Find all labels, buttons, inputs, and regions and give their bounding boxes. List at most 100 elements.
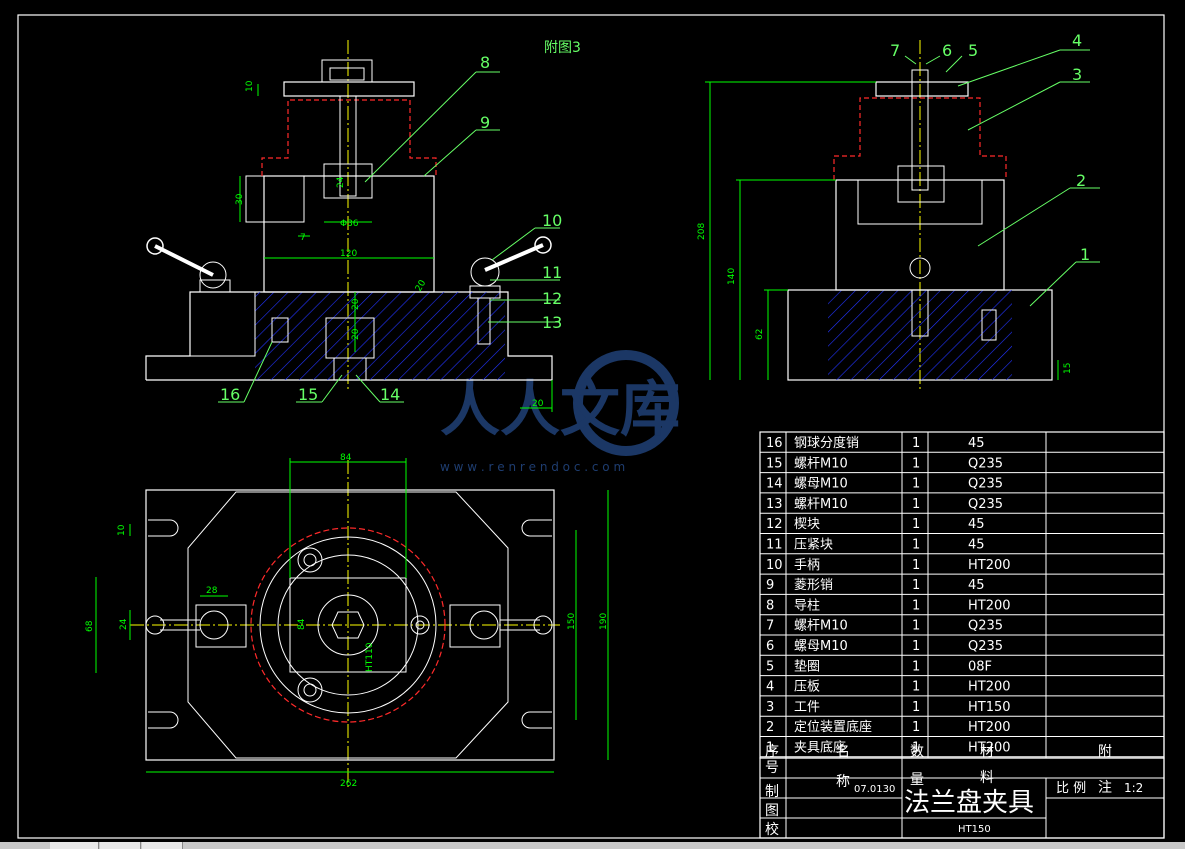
dim-side-2: 62 (755, 329, 765, 340)
bom-cell-no: 6 (766, 639, 774, 654)
bom-cell-name: 手柄 (794, 558, 820, 573)
bom-cell-qty: 1 (912, 659, 920, 674)
bom-cell-mat: HT150 (968, 700, 1011, 715)
dim-top-3: 68 (85, 620, 95, 632)
callout-9: 9 (480, 113, 490, 132)
drawing-frame (17, 14, 1165, 839)
callout-13: 13 (542, 313, 562, 332)
callout-14: 14 (380, 385, 400, 404)
bom-cell-name: 压紧块 (794, 538, 833, 553)
drawing-material: HT150 (958, 824, 991, 835)
side-view (705, 40, 1059, 390)
watermark-logo: 人人文库 (440, 350, 680, 456)
dim-top-2: 28 (206, 586, 218, 596)
dim-top-7: 190 (599, 613, 609, 630)
dim-front-9: 20 (532, 399, 544, 409)
bom-cell-qty: 1 (912, 680, 920, 695)
bom-cell-name: 工件 (794, 700, 820, 715)
scale-value: 1:2 (1124, 781, 1143, 795)
drawing-title: 法兰盘夹具 (904, 788, 1034, 818)
tb-label-3: 材 (980, 744, 994, 760)
tb-side-0: 制 (765, 784, 779, 800)
front-view (145, 40, 553, 412)
bom-cell-name: 夹具底座 (794, 740, 846, 756)
bom-cell-mat: 45 (968, 436, 985, 451)
layout-tab-model[interactable] (50, 842, 99, 849)
callout-10: 10 (542, 211, 562, 230)
top-view (95, 458, 609, 790)
bom-cell-no: 1 (766, 741, 774, 756)
bom-cell-name: 垫圈 (794, 658, 820, 674)
callout-8: 8 (480, 53, 490, 72)
bom-cell-no: 2 (766, 720, 774, 735)
callout-12: 12 (542, 289, 562, 308)
dim-side-0: 208 (697, 223, 707, 240)
bom-cell-qty: 1 (912, 720, 920, 735)
dim-front-3: 24 (336, 176, 346, 188)
dim-top-5: 84 (297, 618, 307, 630)
bom-cell-no: 3 (766, 700, 774, 715)
bom-cell-name: 楔块 (794, 517, 820, 532)
bom-cell-no: 9 (766, 578, 774, 593)
tb-side-2: 校 (765, 821, 779, 838)
callout-16: 16 (220, 385, 240, 404)
dim-front-7: 20 (351, 328, 361, 340)
bom-cell-no: 10 (766, 558, 783, 573)
bom-cell-qty: 1 (912, 700, 920, 715)
bom-cell-no: 16 (766, 436, 783, 451)
bom-cell-mat: HT200 (968, 558, 1011, 573)
top-dims: 84 10 28 68 24 84 150 190 262 HT110 (85, 453, 609, 789)
callout-2: 2 (1076, 171, 1086, 190)
callout-3: 3 (1072, 65, 1082, 84)
bom-cell-no: 8 (766, 598, 774, 613)
dim-side-1: 140 (727, 268, 737, 285)
dim-top-8: 262 (340, 779, 357, 789)
bom-cell-qty: 1 (912, 639, 920, 654)
dim-front-6: 20 (351, 298, 361, 310)
bom-cell-no: 13 (766, 497, 783, 512)
drawing-caption: 附图3 (544, 40, 581, 56)
callout-5: 5 (968, 41, 978, 60)
tb-side-1: 图 (765, 803, 779, 819)
bom-cell-mat: HT200 (968, 598, 1011, 613)
dim-front-4: Φ36 (340, 219, 359, 229)
bom-cell-name: 菱形销 (794, 578, 833, 593)
callout-1: 1 (1080, 245, 1090, 264)
layout-tab-bar (0, 842, 1185, 849)
bom-cell-qty: 1 (912, 538, 920, 553)
side-callouts: 7 6 5 4 3 2 1 (890, 31, 1100, 307)
bom-cell-qty: 1 (912, 517, 920, 532)
layout-tab-1[interactable] (100, 842, 141, 849)
front-callouts: 8 9 10 11 12 13 14 15 16 (218, 53, 562, 404)
dim-side-3: 15 (1063, 363, 1073, 374)
callout-6: 6 (942, 41, 952, 60)
bom-cell-name: 螺杆M10 (794, 456, 848, 471)
tb-label-2: 数 (910, 744, 924, 760)
bom-cell-name: 压板 (794, 680, 820, 695)
dim-top-6: 150 (567, 613, 577, 630)
bom-cell-name: 螺母M10 (794, 477, 848, 492)
bom-cell-mat: 08F (968, 659, 992, 674)
drawing-number: 07.0130 (854, 784, 895, 795)
bom-cell-mat: HT200 (968, 680, 1011, 695)
layout-tab-2[interactable] (142, 842, 183, 849)
bom-cell-qty: 1 (912, 578, 920, 593)
bom-cell-qty: 1 (912, 558, 920, 573)
bom-cell-qty: 1 (912, 741, 920, 756)
callout-11: 11 (542, 263, 562, 282)
dim-front-5: 120 (340, 249, 357, 259)
dim-front-0: 10 (245, 80, 255, 92)
title-block: 序 名 数 材 附 号 称 量 料 注 制 图 校 07.0130 法兰盘夹具 … (759, 744, 1165, 839)
bom-cell-mat: Q235 (968, 619, 1003, 634)
tb-label2-0: 号 (765, 760, 779, 776)
front-dims: 10 30 7 24 Φ36 120 20 20 20 20 (235, 80, 544, 409)
svg-text:人人文库: 人人文库 (440, 375, 680, 445)
bom-cell-mat: Q235 (968, 639, 1003, 654)
bom-cell-no: 14 (766, 477, 783, 492)
tb-label2-2: 量 (910, 772, 924, 788)
bom-cell-mat: 45 (968, 538, 985, 553)
bom-cell-mat: Q235 (968, 497, 1003, 512)
bom-cell-no: 5 (766, 659, 774, 674)
